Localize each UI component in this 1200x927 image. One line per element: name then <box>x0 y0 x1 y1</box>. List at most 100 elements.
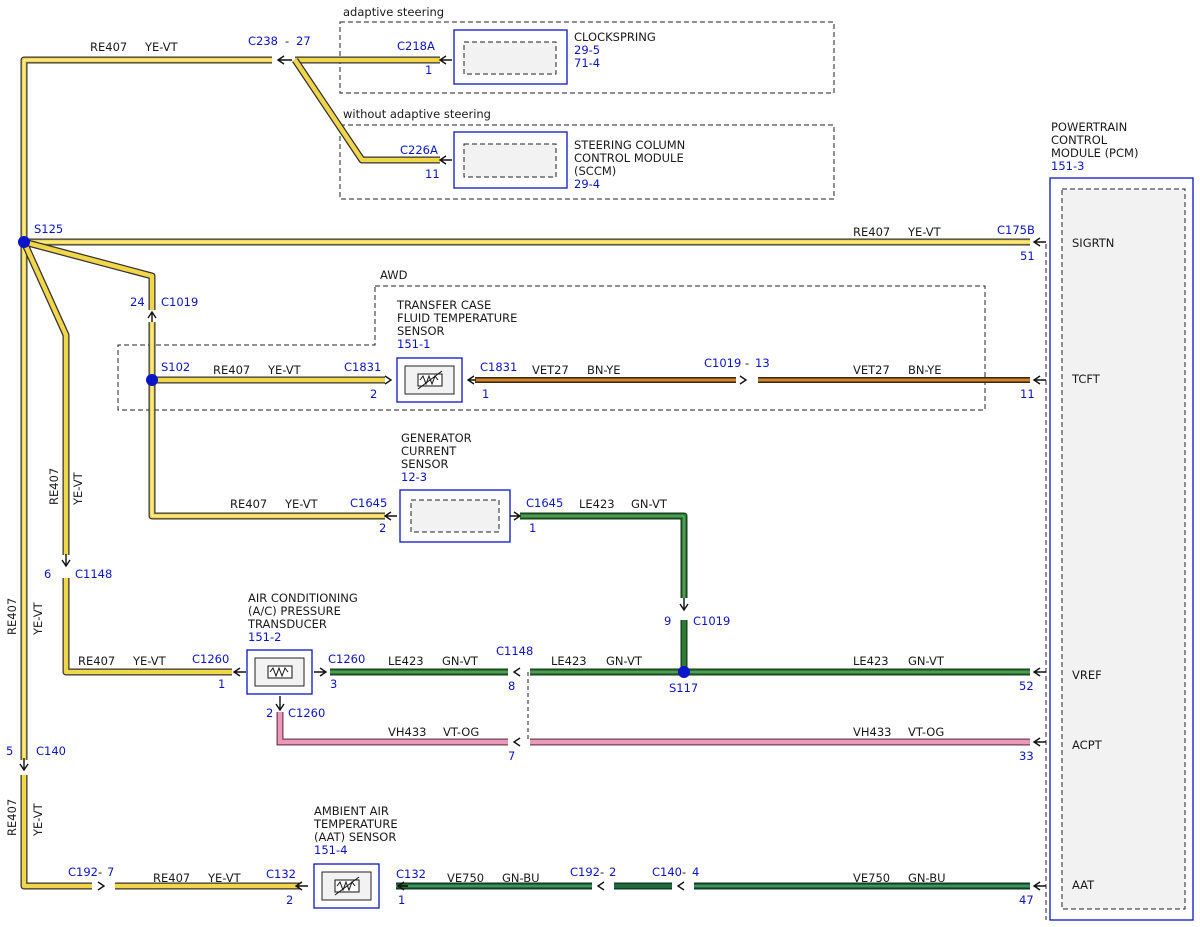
sccm-name-1: STEERING COLUMN <box>574 138 685 152</box>
c1019-inline-pin: 13 <box>755 356 770 370</box>
generator-sensor-box <box>399 489 511 543</box>
wire-label-top-color: YE-VT <box>144 40 179 54</box>
c1831-right-pin: 1 <box>482 387 489 401</box>
wire-label-gen-circuit: RE407 <box>230 497 267 511</box>
c226a-label: C226A <box>400 143 438 157</box>
splice-s117 <box>678 666 690 678</box>
c1645-left-label: C1645 <box>350 496 387 510</box>
adaptive-steering-label: adaptive steering <box>343 5 444 19</box>
pcm-pin-sigrtn: SIGRTN <box>1072 236 1114 250</box>
pcm-aat-pin-num: 47 <box>1019 893 1034 907</box>
ac-transducer-box <box>246 649 313 695</box>
c132-left-label: C132 <box>266 867 296 881</box>
aat-sensor-name-3: (AAT) SENSOR <box>314 830 396 844</box>
c140-label: C140 <box>36 744 66 758</box>
wires-pink <box>276 672 1030 746</box>
without-adaptive-steering-group <box>339 124 835 200</box>
clockspring-box <box>453 29 568 85</box>
wire-label-vh433-b-circuit: VH433 <box>853 725 891 739</box>
wire-label-sigrtn-circuit: RE407 <box>853 225 890 239</box>
c1831-left-label: C1831 <box>344 360 381 374</box>
wire-label-ac-color: YE-VT <box>132 654 167 668</box>
ac-transducer-ref: 151-2 <box>248 630 281 644</box>
wire-label-main-color-vert: YE-VT <box>31 601 45 636</box>
pcm-title-2: CONTROL <box>1051 133 1108 147</box>
pcm-title-3: MODULE (PCM) <box>1051 146 1138 160</box>
adaptive-steering-group <box>339 21 835 94</box>
wire-label-le423-ac-color: GN-VT <box>442 654 479 668</box>
c1019-inline-dash: - <box>745 356 749 370</box>
pcm-pin-acpt: ACPT <box>1072 738 1103 752</box>
wire-label-sigrtn-color: YE-VT <box>907 225 942 239</box>
pcm-acpt-pin-num: 33 <box>1019 749 1034 763</box>
wire-label-ve750-b-color: GN-BU <box>908 871 946 885</box>
c218a-pin: 1 <box>425 63 432 77</box>
wire-label-s102-circuit: RE407 <box>213 363 250 377</box>
splice-s125 <box>18 236 30 248</box>
sccm-box <box>453 131 568 189</box>
wire-re407-s102-branch <box>148 322 385 520</box>
tcft-sensor-box <box>396 357 463 403</box>
c1148-a-label: C1148 <box>75 567 112 581</box>
wire-label-ve750-a-color: GN-BU <box>502 871 540 885</box>
pcm-pin-vref: VREF <box>1072 668 1102 682</box>
wires-yellow <box>20 56 1030 890</box>
c140-4-label: C140 <box>652 865 682 879</box>
wire-label-vh433-a-color: VT-OG <box>443 725 479 739</box>
splice-s102-label: S102 <box>161 360 190 374</box>
clockspring-ref-2: 71-4 <box>574 56 600 70</box>
c1148-b-label: C1148 <box>496 644 533 658</box>
wire-label-s102-color: YE-VT <box>267 363 302 377</box>
c1260-right-pin: 3 <box>330 677 337 691</box>
c1148-a-pin: 6 <box>44 567 51 581</box>
wire-label-gen-color: YE-VT <box>284 497 319 511</box>
wire-label-le423-pcm-color: GN-VT <box>908 654 945 668</box>
awd-label: AWD <box>380 268 408 282</box>
c140-4-dash: - <box>682 865 686 879</box>
wire-label-lower-circuit-vert: RE407 <box>5 799 19 836</box>
c1019-a-label: C1019 <box>161 295 198 309</box>
c192-2-label: C192 <box>570 865 600 879</box>
wire-label-vet27-b-circuit: VET27 <box>853 363 890 377</box>
generator-sensor-name-2: CURRENT <box>401 444 457 458</box>
wire-label-ve750-b-circuit: VE750 <box>853 871 890 885</box>
c1260-left-label: C1260 <box>192 652 229 666</box>
splice-s117-label: S117 <box>669 681 698 695</box>
c132-right-label: C132 <box>396 867 426 881</box>
c192-2-dash: - <box>600 865 604 879</box>
c175b-pin: 51 <box>1020 249 1035 263</box>
c1019-b-pin: 9 <box>664 614 671 628</box>
ac-transducer-name-1: AIR CONDITIONING <box>248 591 358 605</box>
without-adaptive-steering-label: without adaptive steering <box>343 107 491 121</box>
tcft-sensor-name-2: FLUID TEMPERATURE <box>397 311 517 325</box>
wire-label-c1148-circuit-vert: RE407 <box>47 468 61 505</box>
aat-sensor-box <box>313 863 380 909</box>
wire-label-vh433-b-color: VT-OG <box>908 725 944 739</box>
c1260-bottom-label: C1260 <box>288 706 325 720</box>
c1019-b-label: C1019 <box>693 614 730 628</box>
c226a-pin: 11 <box>425 167 440 181</box>
pcm-tcft-pin-num: 11 <box>1020 387 1035 401</box>
c1019-inline-label: C1019 <box>704 356 741 370</box>
c192-2-pin: 2 <box>609 865 616 879</box>
aat-sensor-name-1: AMBIENT AIR <box>314 804 389 818</box>
pcm-inner <box>1061 188 1186 910</box>
generator-sensor-name-3: SENSOR <box>401 457 449 471</box>
c192-7-dash: - <box>98 865 102 879</box>
aat-sensor-ref: 151-4 <box>314 843 347 857</box>
c192-7-label: C192 <box>68 865 98 879</box>
c175b-label: C175B <box>997 223 1035 237</box>
pcm-pin-aat: AAT <box>1072 878 1095 892</box>
wire-label-aat-color: YE-VT <box>207 871 242 885</box>
wire-le423-generator <box>520 512 688 598</box>
ac-transducer-name-2: (A/C) PRESSURE <box>248 604 341 618</box>
wire-label-top-circuit: RE407 <box>90 40 127 54</box>
c1019-a-pin: 24 <box>130 295 145 309</box>
splice-s102 <box>146 374 158 386</box>
wire-label-aat-circuit: RE407 <box>153 871 190 885</box>
c1260-right-label: C1260 <box>328 652 365 666</box>
splice-s125-label: S125 <box>34 222 63 236</box>
pcm-vref-pin-num: 52 <box>1019 679 1034 693</box>
c1148-b-pin7: 7 <box>508 749 515 763</box>
